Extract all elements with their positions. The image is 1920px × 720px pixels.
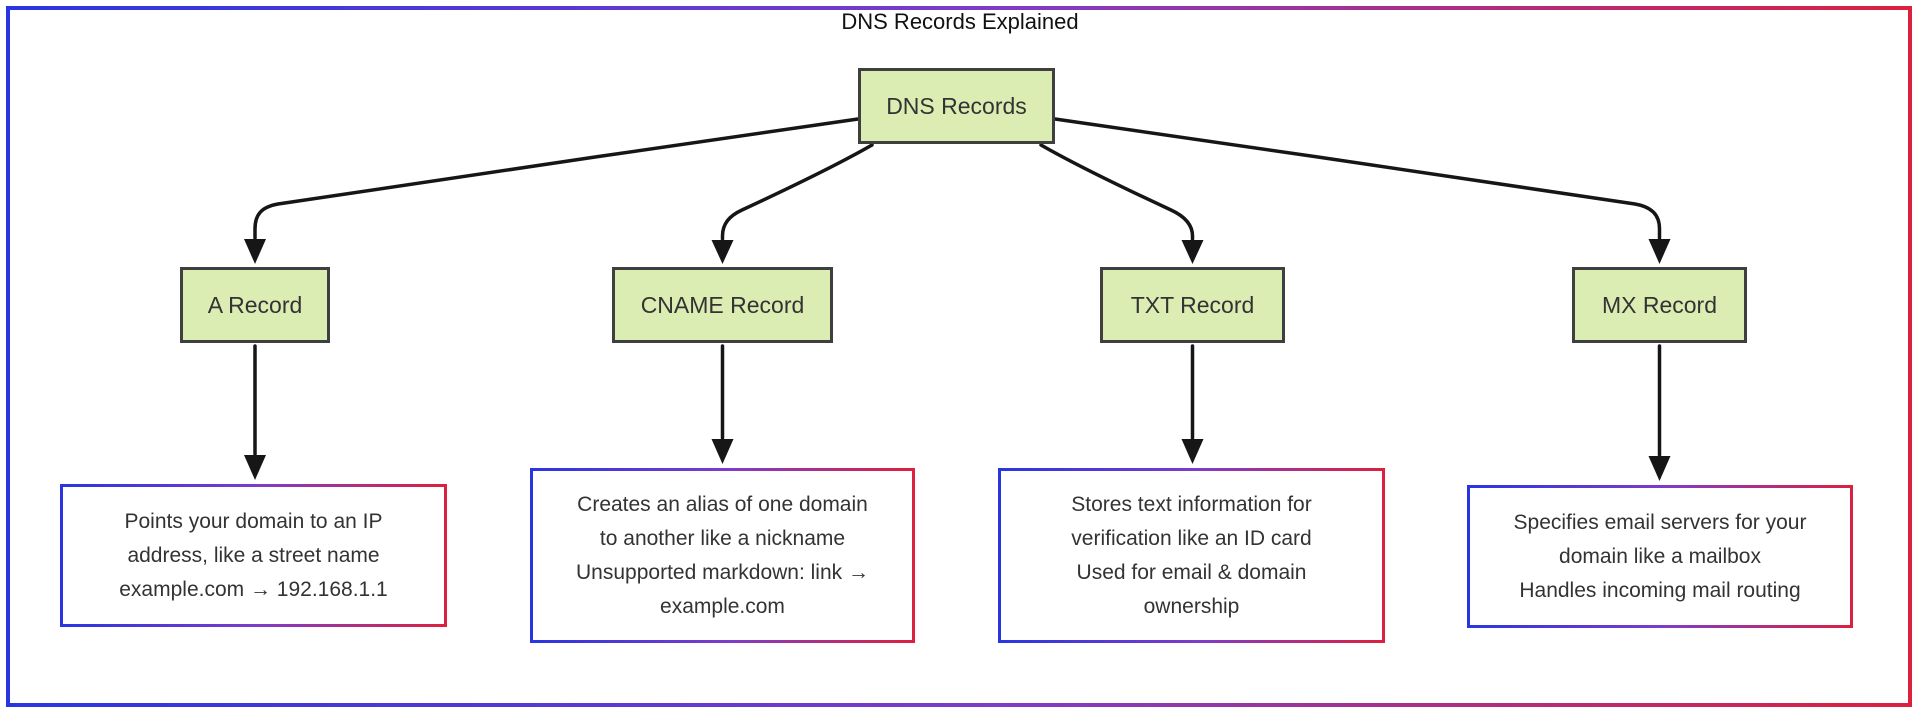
node-a-record: A Record [180, 267, 330, 343]
leaf-text-line: to another like a nickname [599, 526, 846, 550]
leaf-text-line: Used for email & domain [1076, 560, 1307, 584]
arrowhead-mx-record [1648, 239, 1671, 264]
node-txt-record: TXT Record [1100, 267, 1285, 343]
node-cname-record-label: CNAME Record [640, 291, 805, 318]
arrowhead-cname-record-description [711, 439, 734, 464]
leaf-text-line: domain like a mailbox [1559, 544, 1761, 568]
leaf-text-line: Points your domain to an IP [124, 509, 383, 533]
node-mx-record-label: MX Record [1601, 291, 1718, 318]
leaf-txt-record-description: Stores text information for verification… [998, 468, 1385, 643]
leaf-text-line: address, like a street name [127, 543, 380, 567]
node-cname-record: CNAME Record [612, 267, 833, 343]
node-dns-records-label: DNS Records [886, 92, 1027, 119]
leaf-a-record-description: Points your domain to an IP address, lik… [60, 484, 447, 627]
node-a-record-label: A Record [207, 291, 303, 318]
leaf-text-line: ownership [1143, 594, 1240, 618]
node-mx-record: MX Record [1572, 267, 1747, 343]
leaf-text-line: Handles incoming mail routing [1519, 578, 1801, 602]
leaf-mx-record-description: Specifies email servers for your domain … [1467, 485, 1853, 628]
edge-root-to-txt-record [1039, 143, 1195, 241]
arrowhead-a-record [244, 239, 266, 264]
leaf-text-line: Unsupported markdown: link → [576, 560, 869, 584]
edge-root-to-mx-record [1053, 117, 1662, 240]
leaf-text-line: example.com [660, 594, 785, 618]
arrowhead-txt-record [1181, 240, 1204, 264]
edge-root-to-cname-record [720, 143, 874, 241]
diagram-title: DNS Records Explained [841, 9, 1079, 34]
leaf-text-line: verification like an ID card [1071, 526, 1312, 550]
node-dns-records: DNS Records [858, 68, 1055, 144]
node-txt-record-label: TXT Record [1130, 291, 1255, 318]
leaf-text-line: example.com → 192.168.1.1 [119, 577, 388, 601]
arrowhead-cname-record [711, 240, 734, 264]
leaf-cname-record-description: Creates an alias of one domain to anothe… [530, 468, 915, 643]
leaf-text-line: Specifies email servers for your [1513, 510, 1807, 534]
arrowhead-mx-record-description [1648, 456, 1671, 481]
leaf-text-line: Creates an alias of one domain [577, 492, 868, 516]
arrowhead-a-record-description [244, 455, 266, 480]
arrowhead-txt-record-description [1181, 439, 1204, 464]
leaf-text-line: Stores text information for [1071, 492, 1312, 516]
edge-root-to-a-record [253, 117, 860, 240]
